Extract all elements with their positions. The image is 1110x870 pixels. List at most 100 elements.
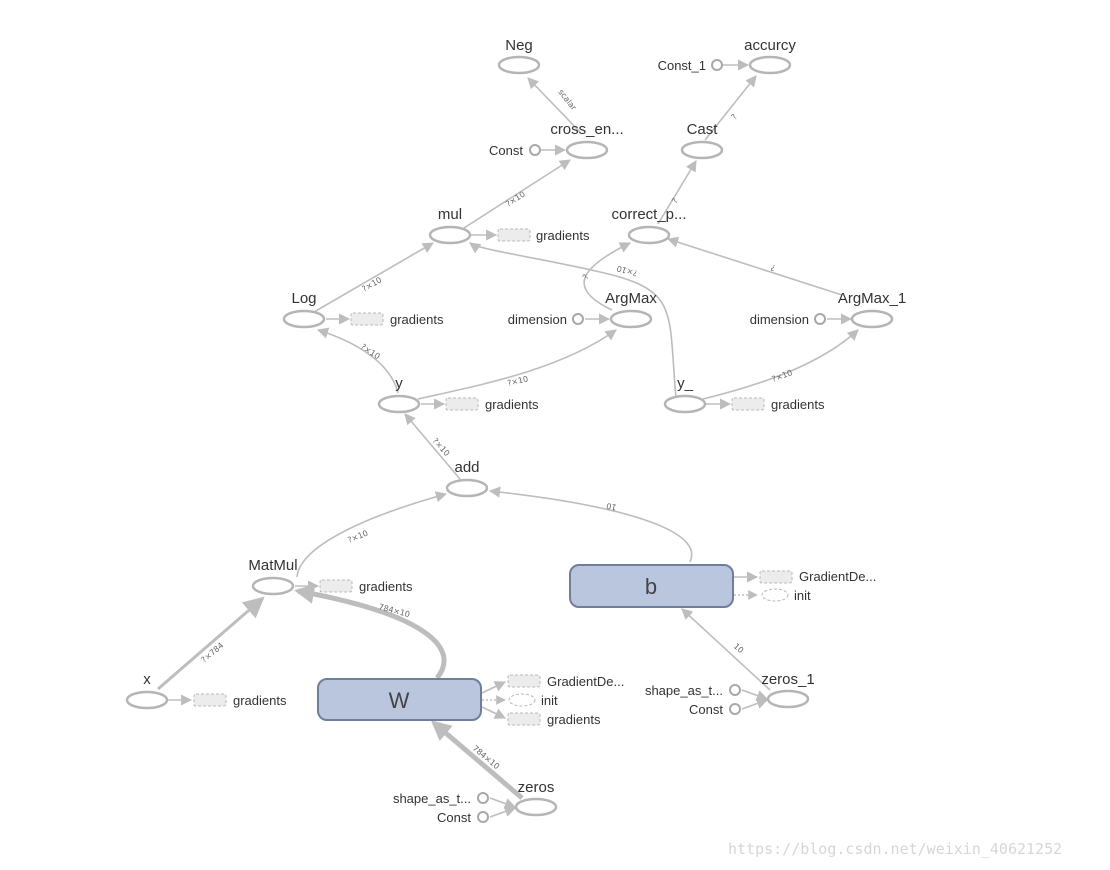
aux-label-b-gradientde: GradientDe... <box>799 569 876 584</box>
aux-box-mul-gradients[interactable] <box>497 228 531 242</box>
edge-b-add <box>488 486 693 563</box>
node-b[interactable] <box>569 564 734 608</box>
aux-ell-b-init[interactable] <box>761 588 789 602</box>
edge-label-y-underscore-mul: ?×10 <box>616 264 639 278</box>
edge-label-y-log: ?×10 <box>359 342 382 361</box>
node-correct-p[interactable] <box>627 225 671 245</box>
edge-cross-en-neg <box>527 77 581 133</box>
aux-label-b-init: init <box>794 588 811 603</box>
edges <box>157 59 859 818</box>
constant-dots: Const_1 Const dimension dimension shape_… <box>393 58 826 825</box>
edge-w-matmul <box>294 584 447 680</box>
node-mul-label: mul <box>438 206 462 223</box>
node-x[interactable] <box>125 690 169 710</box>
node-argmax-label: ArgMax <box>605 290 657 307</box>
aux-label-w-gradientde: GradientDe... <box>547 674 624 689</box>
const-dot-dimension-a[interactable] <box>572 313 584 325</box>
node-x-label: x <box>143 671 151 688</box>
const-dot-const-1[interactable] <box>711 59 723 71</box>
label-const-ce: Const <box>489 143 523 158</box>
aux-ell-w-init[interactable] <box>508 693 536 707</box>
aux-box-y-underscore-gradients[interactable] <box>731 397 765 411</box>
node-zeros[interactable] <box>514 797 558 817</box>
edge-y-log <box>316 327 399 394</box>
const-dot-dimension-b[interactable] <box>814 313 826 325</box>
label-const-w: Const <box>437 810 471 825</box>
label-dimension-a: dimension <box>508 312 567 327</box>
aux-label-mul-gradients: gradients <box>536 228 590 243</box>
edge-y-underscore-argmax1 <box>702 329 859 400</box>
node-cast-label: Cast <box>687 121 719 138</box>
node-add[interactable] <box>445 478 489 498</box>
aux-nodes: gradients gradients gradients gradients … <box>193 228 876 727</box>
edge-const-zeros1 <box>741 698 769 710</box>
aux-box-b-gradientde[interactable] <box>759 570 793 584</box>
node-add-label: add <box>454 459 479 476</box>
node-correct-p-label: correct_p... <box>611 206 686 223</box>
node-argmax-1-label: ArgMax_1 <box>838 290 906 307</box>
node-zeros-1[interactable] <box>766 689 810 709</box>
node-mul[interactable] <box>428 225 472 245</box>
variable-nodes: b W <box>317 564 734 721</box>
edge-label-y-underscore-argmax1: ?×10 <box>771 368 794 384</box>
edge-add-y <box>404 413 461 480</box>
edge-label-matmul-add: ?×10 <box>346 529 369 545</box>
edge-correct-cast <box>657 160 697 225</box>
node-w-label: W <box>389 688 410 713</box>
node-y-label: y <box>395 375 403 392</box>
const-dot-const-ce[interactable] <box>529 144 541 156</box>
aux-box-w-gradientde[interactable] <box>507 674 541 688</box>
node-matmul-label: MatMul <box>248 557 297 574</box>
aux-box-y-gradients[interactable] <box>445 397 479 411</box>
edge-label-b-add: 10 <box>606 501 618 512</box>
edge-shape-zeros <box>489 797 517 809</box>
edge-y-underscore-mul <box>469 242 677 399</box>
node-matmul[interactable] <box>251 576 295 596</box>
label-shape-w: shape_as_t... <box>393 791 471 806</box>
edge-w-gradientde <box>481 681 507 694</box>
aux-label-log-gradients: gradients <box>390 312 444 327</box>
edge-argmax1-correct <box>666 236 843 296</box>
node-cross-en-label: cross_en... <box>550 121 623 138</box>
watermark: https://blog.csdn.net/weixin_40621252 <box>728 840 1063 858</box>
node-accurcy[interactable] <box>748 55 792 75</box>
node-argmax[interactable] <box>609 309 653 329</box>
node-y-underscore[interactable] <box>663 394 707 414</box>
label-dimension-b: dimension <box>750 312 809 327</box>
edge-y-argmax <box>417 329 617 400</box>
node-y-underscore-label: y_ <box>677 375 694 392</box>
aux-label-matmul-gradients: gradients <box>359 579 413 594</box>
aux-box-matmul-gradients[interactable] <box>319 579 353 593</box>
node-log[interactable] <box>282 309 326 329</box>
node-argmax-1[interactable] <box>850 309 894 329</box>
edge-label-mul-cross: ?×10 <box>504 190 527 209</box>
aux-box-x-gradients[interactable] <box>193 693 227 707</box>
aux-box-w-gradients[interactable] <box>507 712 541 726</box>
edge-mul-cross-en <box>463 159 571 229</box>
aux-label-x-gradients: gradients <box>233 693 287 708</box>
node-cross-en[interactable] <box>565 140 609 160</box>
const-dot-shape-w[interactable] <box>477 792 489 804</box>
const-dot-const-w[interactable] <box>477 811 489 823</box>
label-const-1: Const_1 <box>658 58 706 73</box>
node-log-label: Log <box>291 290 316 307</box>
edge-log-mul <box>313 242 434 313</box>
node-y[interactable] <box>377 394 421 414</box>
edge-zeros-w <box>430 720 524 800</box>
edge-label-correct-cast: ? <box>670 197 680 205</box>
node-neg[interactable] <box>497 55 541 75</box>
node-neg-label: Neg <box>505 37 533 54</box>
aux-label-w-gradients: gradients <box>547 712 601 727</box>
edge-label-zeros1-b: 10 <box>732 642 746 655</box>
aux-label-w-init: init <box>541 693 558 708</box>
edge-shape-zeros1 <box>741 689 769 701</box>
node-w[interactable] <box>317 678 482 721</box>
node-zeros-label: zeros <box>518 779 555 796</box>
edge-cast-accurcy <box>704 75 757 141</box>
const-dot-shape-b[interactable] <box>729 684 741 696</box>
node-cast[interactable] <box>680 140 724 160</box>
aux-box-log-gradients[interactable] <box>350 312 384 326</box>
const-dot-const-b[interactable] <box>729 703 741 715</box>
op-nodes: Neg accurcy cross_en... Cast mul correct… <box>125 37 906 817</box>
